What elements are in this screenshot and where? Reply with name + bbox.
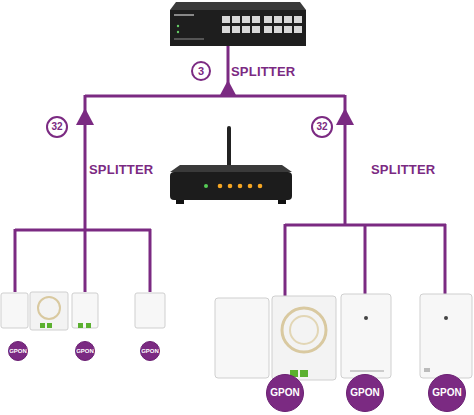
router-antenna — [227, 126, 231, 170]
splice-tray — [272, 296, 336, 380]
callout-number: 32 — [311, 116, 333, 138]
outlet-box — [72, 293, 98, 328]
connectors — [40, 323, 91, 328]
gpon-badge: GPON — [428, 374, 466, 412]
right-devices — [215, 294, 472, 380]
switch-logo — [174, 14, 194, 16]
router — [170, 126, 292, 204]
router-foot — [176, 200, 184, 204]
node-text: GPON — [141, 348, 159, 354]
switch-led — [177, 25, 179, 27]
switch-text — [174, 38, 204, 40]
splitter-label: SPLITTER — [231, 64, 295, 79]
network-switch — [170, 2, 306, 46]
gpon-badge: GPON — [346, 374, 384, 412]
router-top — [170, 165, 292, 172]
node-text: GPON — [432, 388, 461, 398]
router-body — [170, 172, 292, 200]
gpon-badge: GPON — [8, 341, 28, 361]
node-text: GPON — [350, 388, 379, 398]
router-leds — [218, 184, 263, 189]
outlet-box — [135, 293, 165, 328]
node-text: GPON — [9, 348, 27, 354]
fiber-lines — [15, 46, 446, 296]
outlet-box — [1, 293, 28, 328]
router-led — [204, 184, 208, 188]
splitter-triangles — [76, 80, 354, 125]
fiber-coil — [290, 316, 318, 344]
switch-front — [170, 10, 306, 46]
node-text: 3 — [198, 66, 204, 77]
node-text: 32 — [51, 122, 62, 132]
router-foot — [278, 200, 286, 204]
fiber-coil — [282, 308, 326, 352]
switch-ports — [222, 16, 302, 33]
splitter-label: SPLITTER — [89, 162, 153, 177]
gpon-badge: GPON — [266, 374, 304, 412]
outlet-box — [215, 298, 269, 378]
gpon-badge: GPON — [140, 341, 160, 361]
node-text: GPON — [270, 388, 299, 398]
switch-top — [170, 2, 306, 10]
splitter-symbol — [336, 108, 354, 125]
gpon-badge: GPON — [75, 341, 95, 361]
outlet-box — [341, 294, 391, 378]
splitter-label: SPLITTER — [371, 162, 435, 177]
device-details — [290, 316, 448, 377]
splice-tray — [30, 292, 68, 330]
node-text: 32 — [316, 122, 327, 132]
splitter-symbol — [76, 108, 94, 125]
outlet-box — [420, 294, 472, 378]
callout-number: 3 — [191, 61, 211, 81]
callout-number: 32 — [46, 116, 68, 138]
fiber-coil — [38, 297, 60, 319]
switch-led — [177, 31, 179, 33]
splitter-symbol — [219, 80, 237, 97]
node-text: GPON — [76, 348, 94, 354]
left-devices — [1, 292, 165, 330]
